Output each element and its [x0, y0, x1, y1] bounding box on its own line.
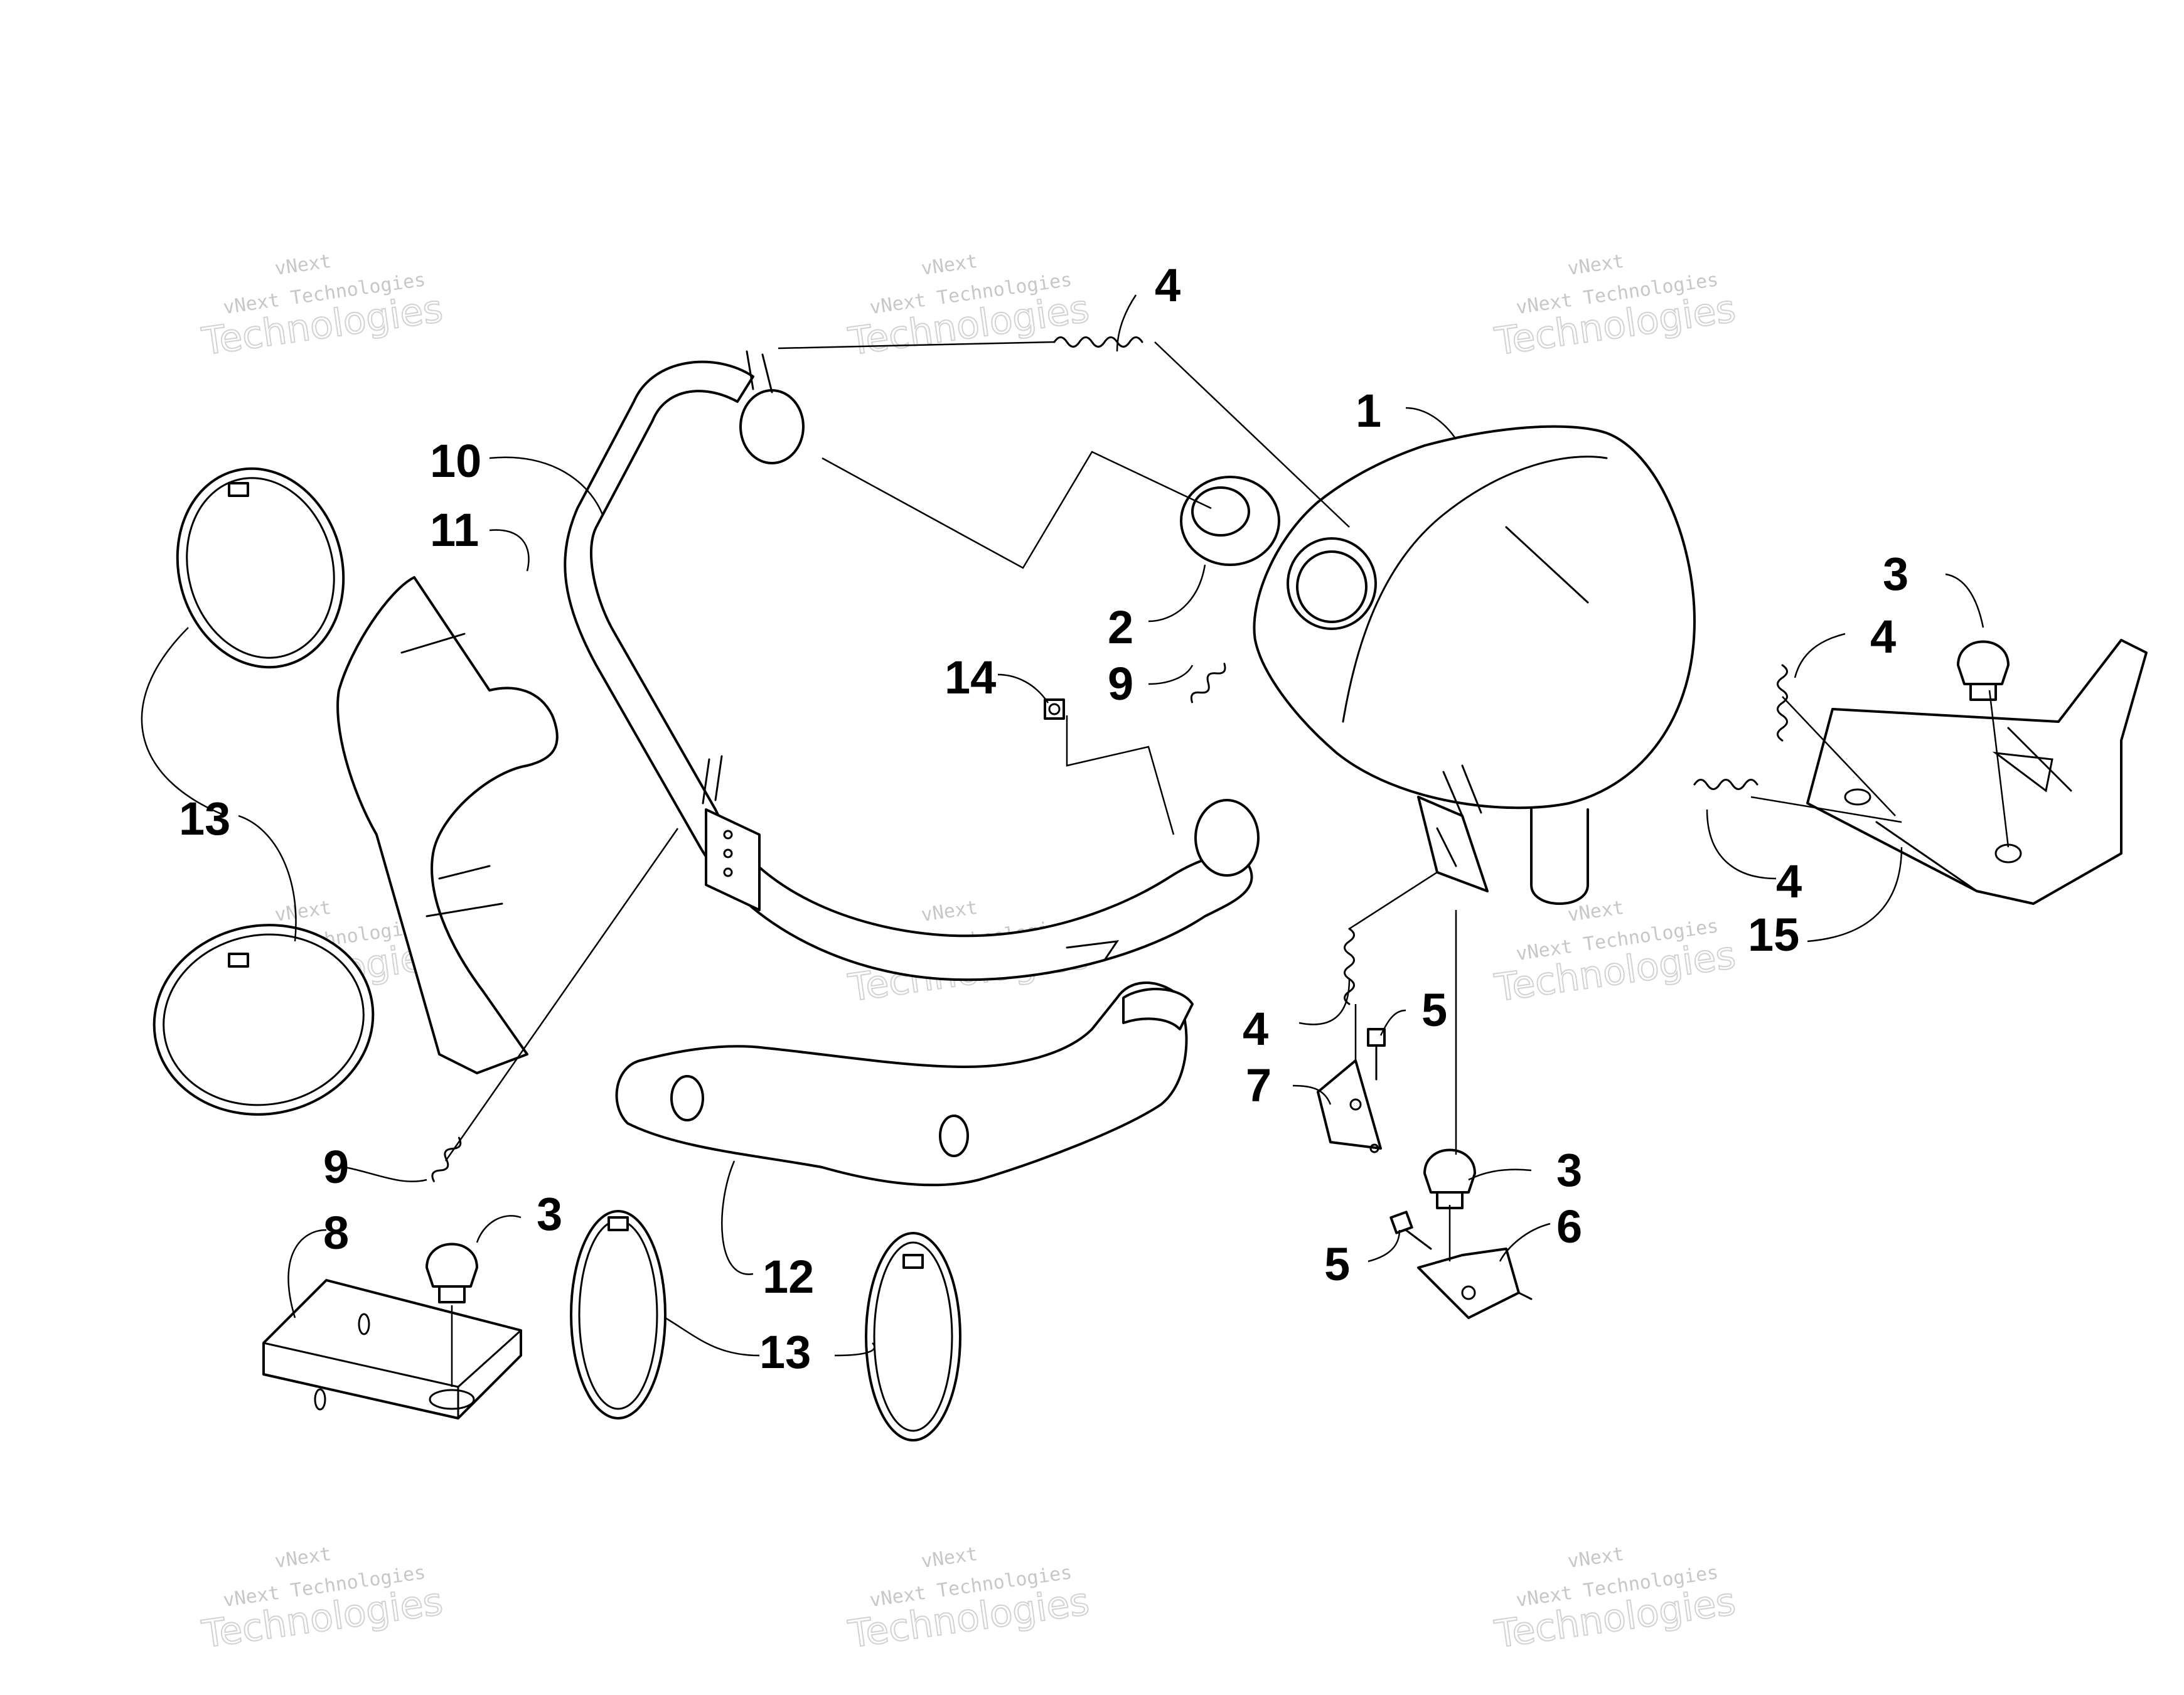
spring-4-top [1053, 336, 1143, 348]
watermark-vnext: vNext [920, 897, 979, 926]
spring-4-lower [1344, 928, 1355, 1005]
callout-1: 1 [1356, 385, 1381, 437]
callout-leaders [141, 294, 1984, 1357]
spring-9-top [1190, 663, 1226, 703]
part-8-tray [262, 1279, 522, 1420]
callout-12: 12 [763, 1251, 814, 1303]
assembly-lines [444, 341, 2010, 1387]
callout-4-lower: 4 [1243, 1003, 1268, 1055]
watermark-vnext: vNext [274, 250, 333, 280]
part-5-bolts [1367, 1028, 1432, 1250]
part-7-bracket [1317, 1059, 1382, 1153]
callout-5-upper: 5 [1421, 984, 1447, 1036]
watermark-vnext: vNext [920, 1543, 979, 1573]
callout-11: 11 [430, 504, 479, 556]
part-11-tailpipe [336, 576, 559, 1074]
callout-7: 7 [1246, 1059, 1271, 1111]
callout-9-lower: 9 [323, 1141, 349, 1193]
watermark-vnext: vNext [920, 250, 979, 280]
callout-4-right: 4 [1870, 611, 1896, 663]
callout-5-lower: 5 [1324, 1238, 1350, 1290]
part-2-gasket [1180, 476, 1280, 566]
part-10-header-pipe [564, 350, 1260, 981]
spring-4-right [1777, 664, 1788, 742]
callout-3-lower: 3 [1556, 1144, 1582, 1196]
callout-14: 14 [945, 651, 996, 703]
callout-6: 6 [1556, 1200, 1582, 1253]
callout-13-bottom: 13 [759, 1326, 811, 1378]
callout-3-tray: 3 [537, 1188, 562, 1240]
callout-3-plate: 3 [1883, 548, 1908, 600]
callout-4-top: 4 [1155, 259, 1180, 311]
callout-13-left: 13 [179, 793, 230, 845]
part-12-tailpipe-lower [615, 981, 1194, 1187]
spring-4-mid [1693, 779, 1758, 790]
watermark-vnext: vNext [1566, 1543, 1625, 1573]
callout-15: 15 [1748, 909, 1799, 961]
callout-8: 8 [323, 1207, 349, 1259]
part-13-clamps [153, 467, 961, 1441]
part-1-silencer [1253, 425, 1696, 905]
callout-labels: 1 2 3 3 3 4 4 4 4 5 5 6 7 8 9 9 10 11 12… [179, 259, 1908, 1378]
callout-4-mid: 4 [1776, 855, 1802, 907]
callout-2: 2 [1108, 601, 1133, 653]
part-6-bracket [1417, 1248, 1533, 1319]
springs [431, 336, 1788, 1182]
callout-9-top: 9 [1108, 658, 1133, 710]
part-15-mount-plate [1806, 639, 2148, 905]
callout-10: 10 [430, 435, 481, 487]
watermark-vnext: vNext [274, 1543, 333, 1573]
watermark-vnext: vNext [274, 897, 333, 926]
watermark-vnext: vNext [1566, 250, 1625, 280]
